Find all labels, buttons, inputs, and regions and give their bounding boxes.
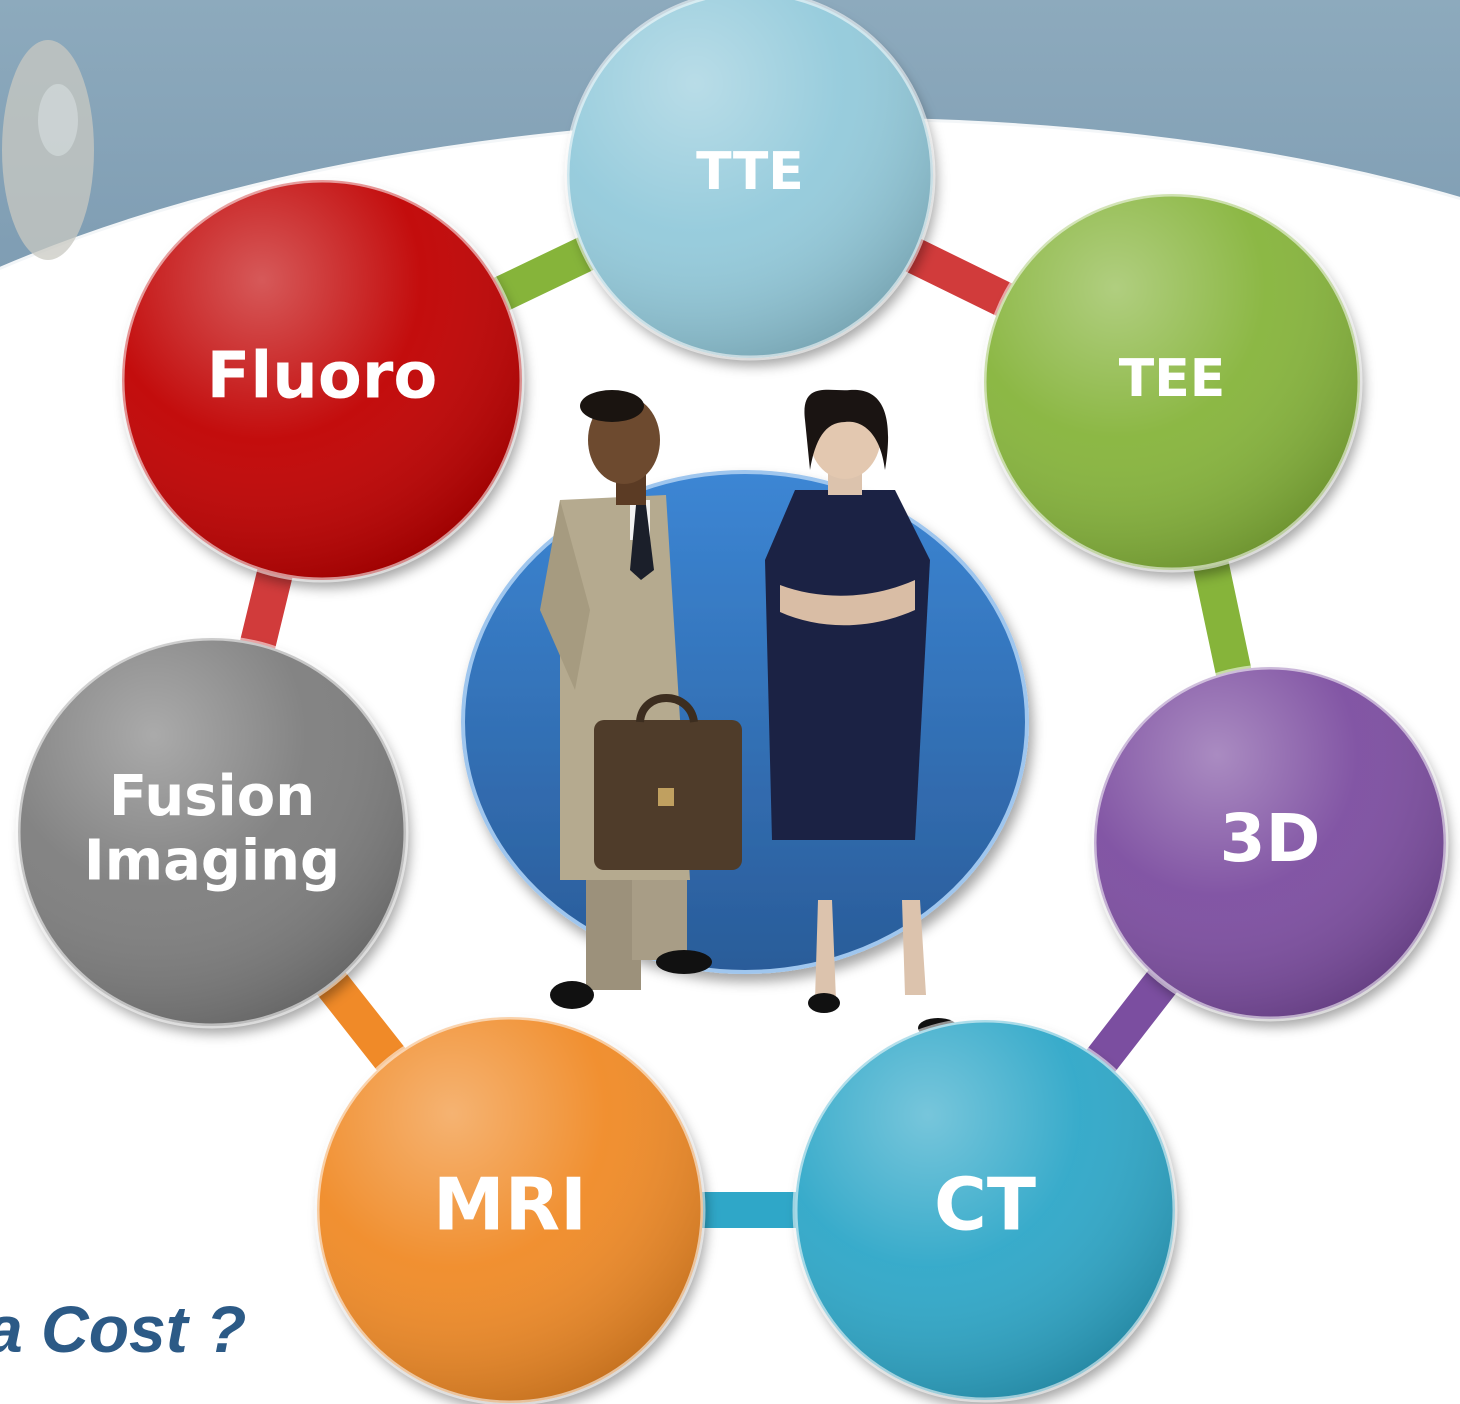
node-label-mri: MRI bbox=[433, 1163, 587, 1247]
businessman-figure bbox=[540, 390, 742, 1009]
statue-image bbox=[2, 40, 94, 260]
header-band bbox=[0, 0, 1460, 270]
node-gloss-fluoro bbox=[119, 177, 525, 583]
node-gloss-3d bbox=[1091, 664, 1449, 1022]
node-label-fusion-2: Imaging bbox=[84, 828, 340, 893]
node-label-tee: TEE bbox=[1119, 349, 1226, 409]
node-label-ct: CT bbox=[934, 1163, 1036, 1247]
node-gloss-ct bbox=[792, 1017, 1178, 1403]
node-ct: CT bbox=[792, 1017, 1178, 1403]
tagline-text: a Cost ? bbox=[0, 1292, 247, 1366]
node-gloss-tte bbox=[564, 0, 936, 361]
node-3d: 3D bbox=[1091, 664, 1449, 1022]
node-fluoro: Fluoro bbox=[119, 177, 525, 583]
node-gloss-fusion bbox=[15, 635, 409, 1029]
node-gloss-mri bbox=[314, 1014, 706, 1404]
center-disc bbox=[461, 470, 1029, 974]
node-label-tte: TTE bbox=[696, 142, 804, 202]
node-tte: TTE bbox=[564, 0, 936, 361]
node-tee: TEE bbox=[981, 191, 1363, 573]
node-label-3d: 3D bbox=[1220, 800, 1321, 877]
node-gloss-tee bbox=[981, 191, 1363, 573]
node-label-fluoro: Fluoro bbox=[207, 340, 438, 414]
node-label-fusion-1: Fusion bbox=[109, 764, 315, 829]
node-mri: MRI bbox=[314, 1014, 706, 1404]
businesswoman-figure bbox=[765, 389, 958, 1038]
